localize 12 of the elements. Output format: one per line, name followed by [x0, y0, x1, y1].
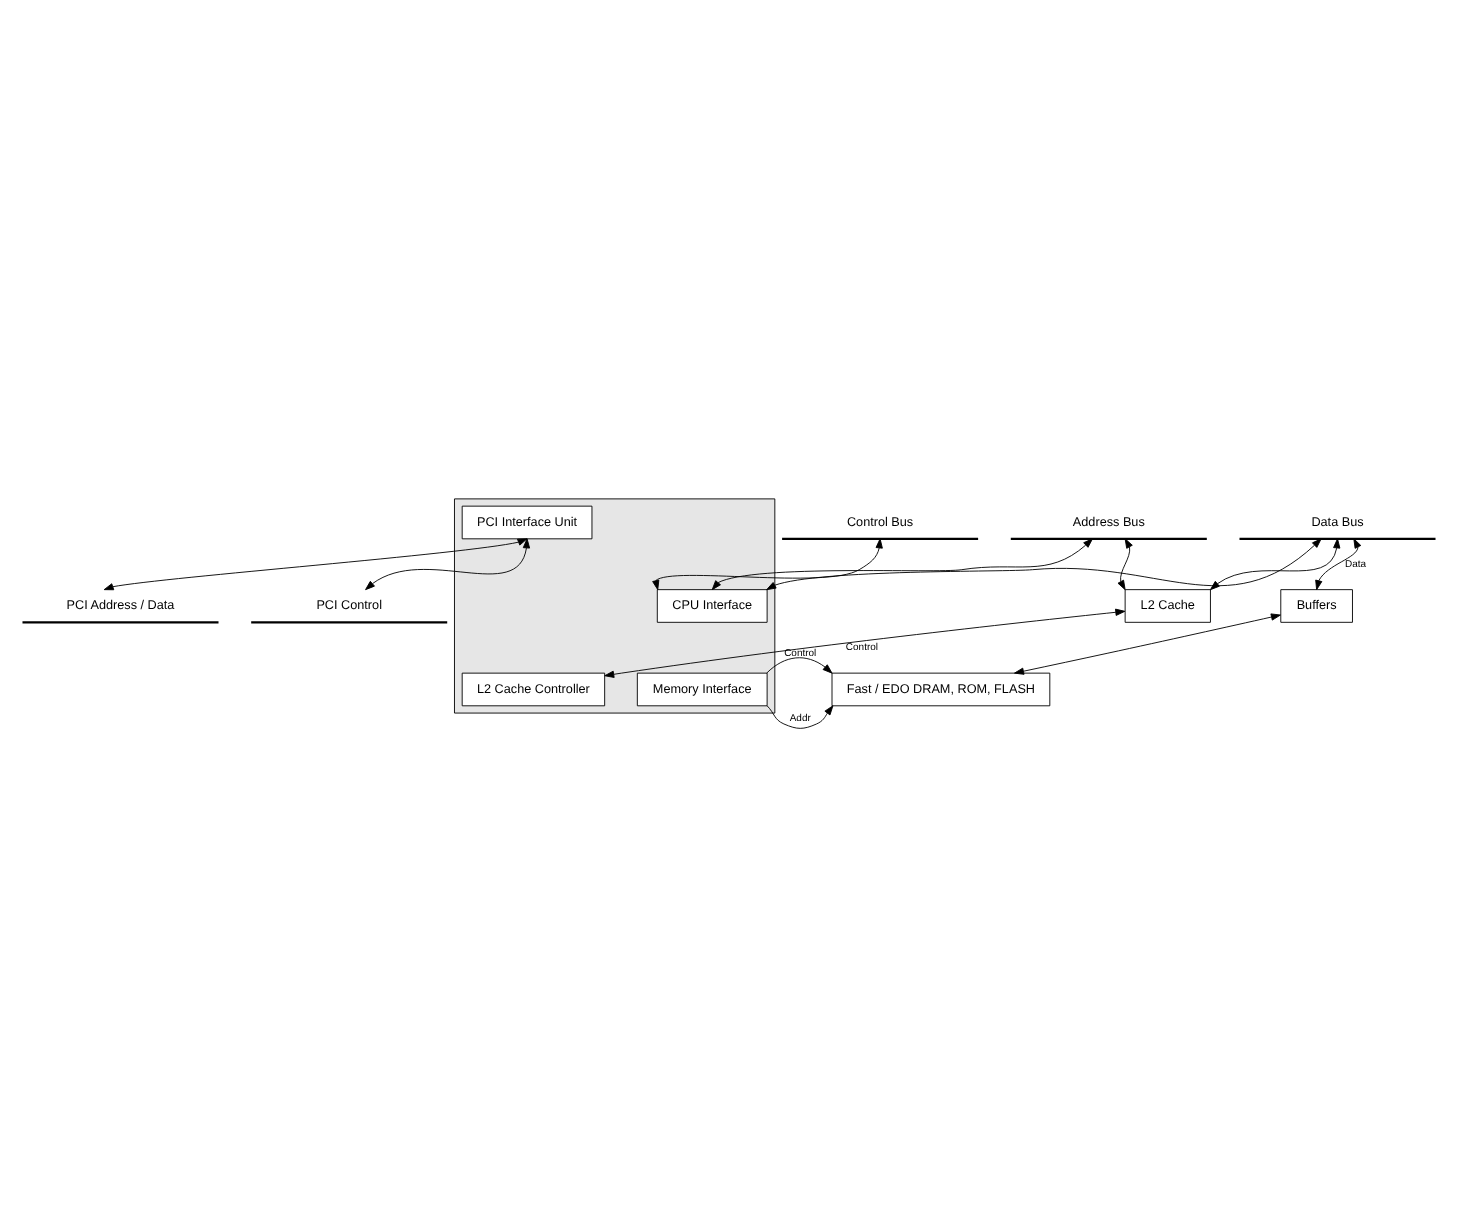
arrow	[604, 607, 1126, 677]
arrow	[1315, 537, 1362, 590]
arrow	[103, 537, 528, 590]
arrow	[711, 537, 1093, 590]
arrow	[652, 537, 883, 590]
arrow	[766, 704, 834, 728]
arrow	[766, 537, 1322, 590]
arrow	[365, 537, 531, 590]
arrow	[1117, 537, 1133, 590]
arrow	[1014, 612, 1281, 674]
arrow	[766, 656, 833, 673]
arrow	[1210, 537, 1341, 590]
